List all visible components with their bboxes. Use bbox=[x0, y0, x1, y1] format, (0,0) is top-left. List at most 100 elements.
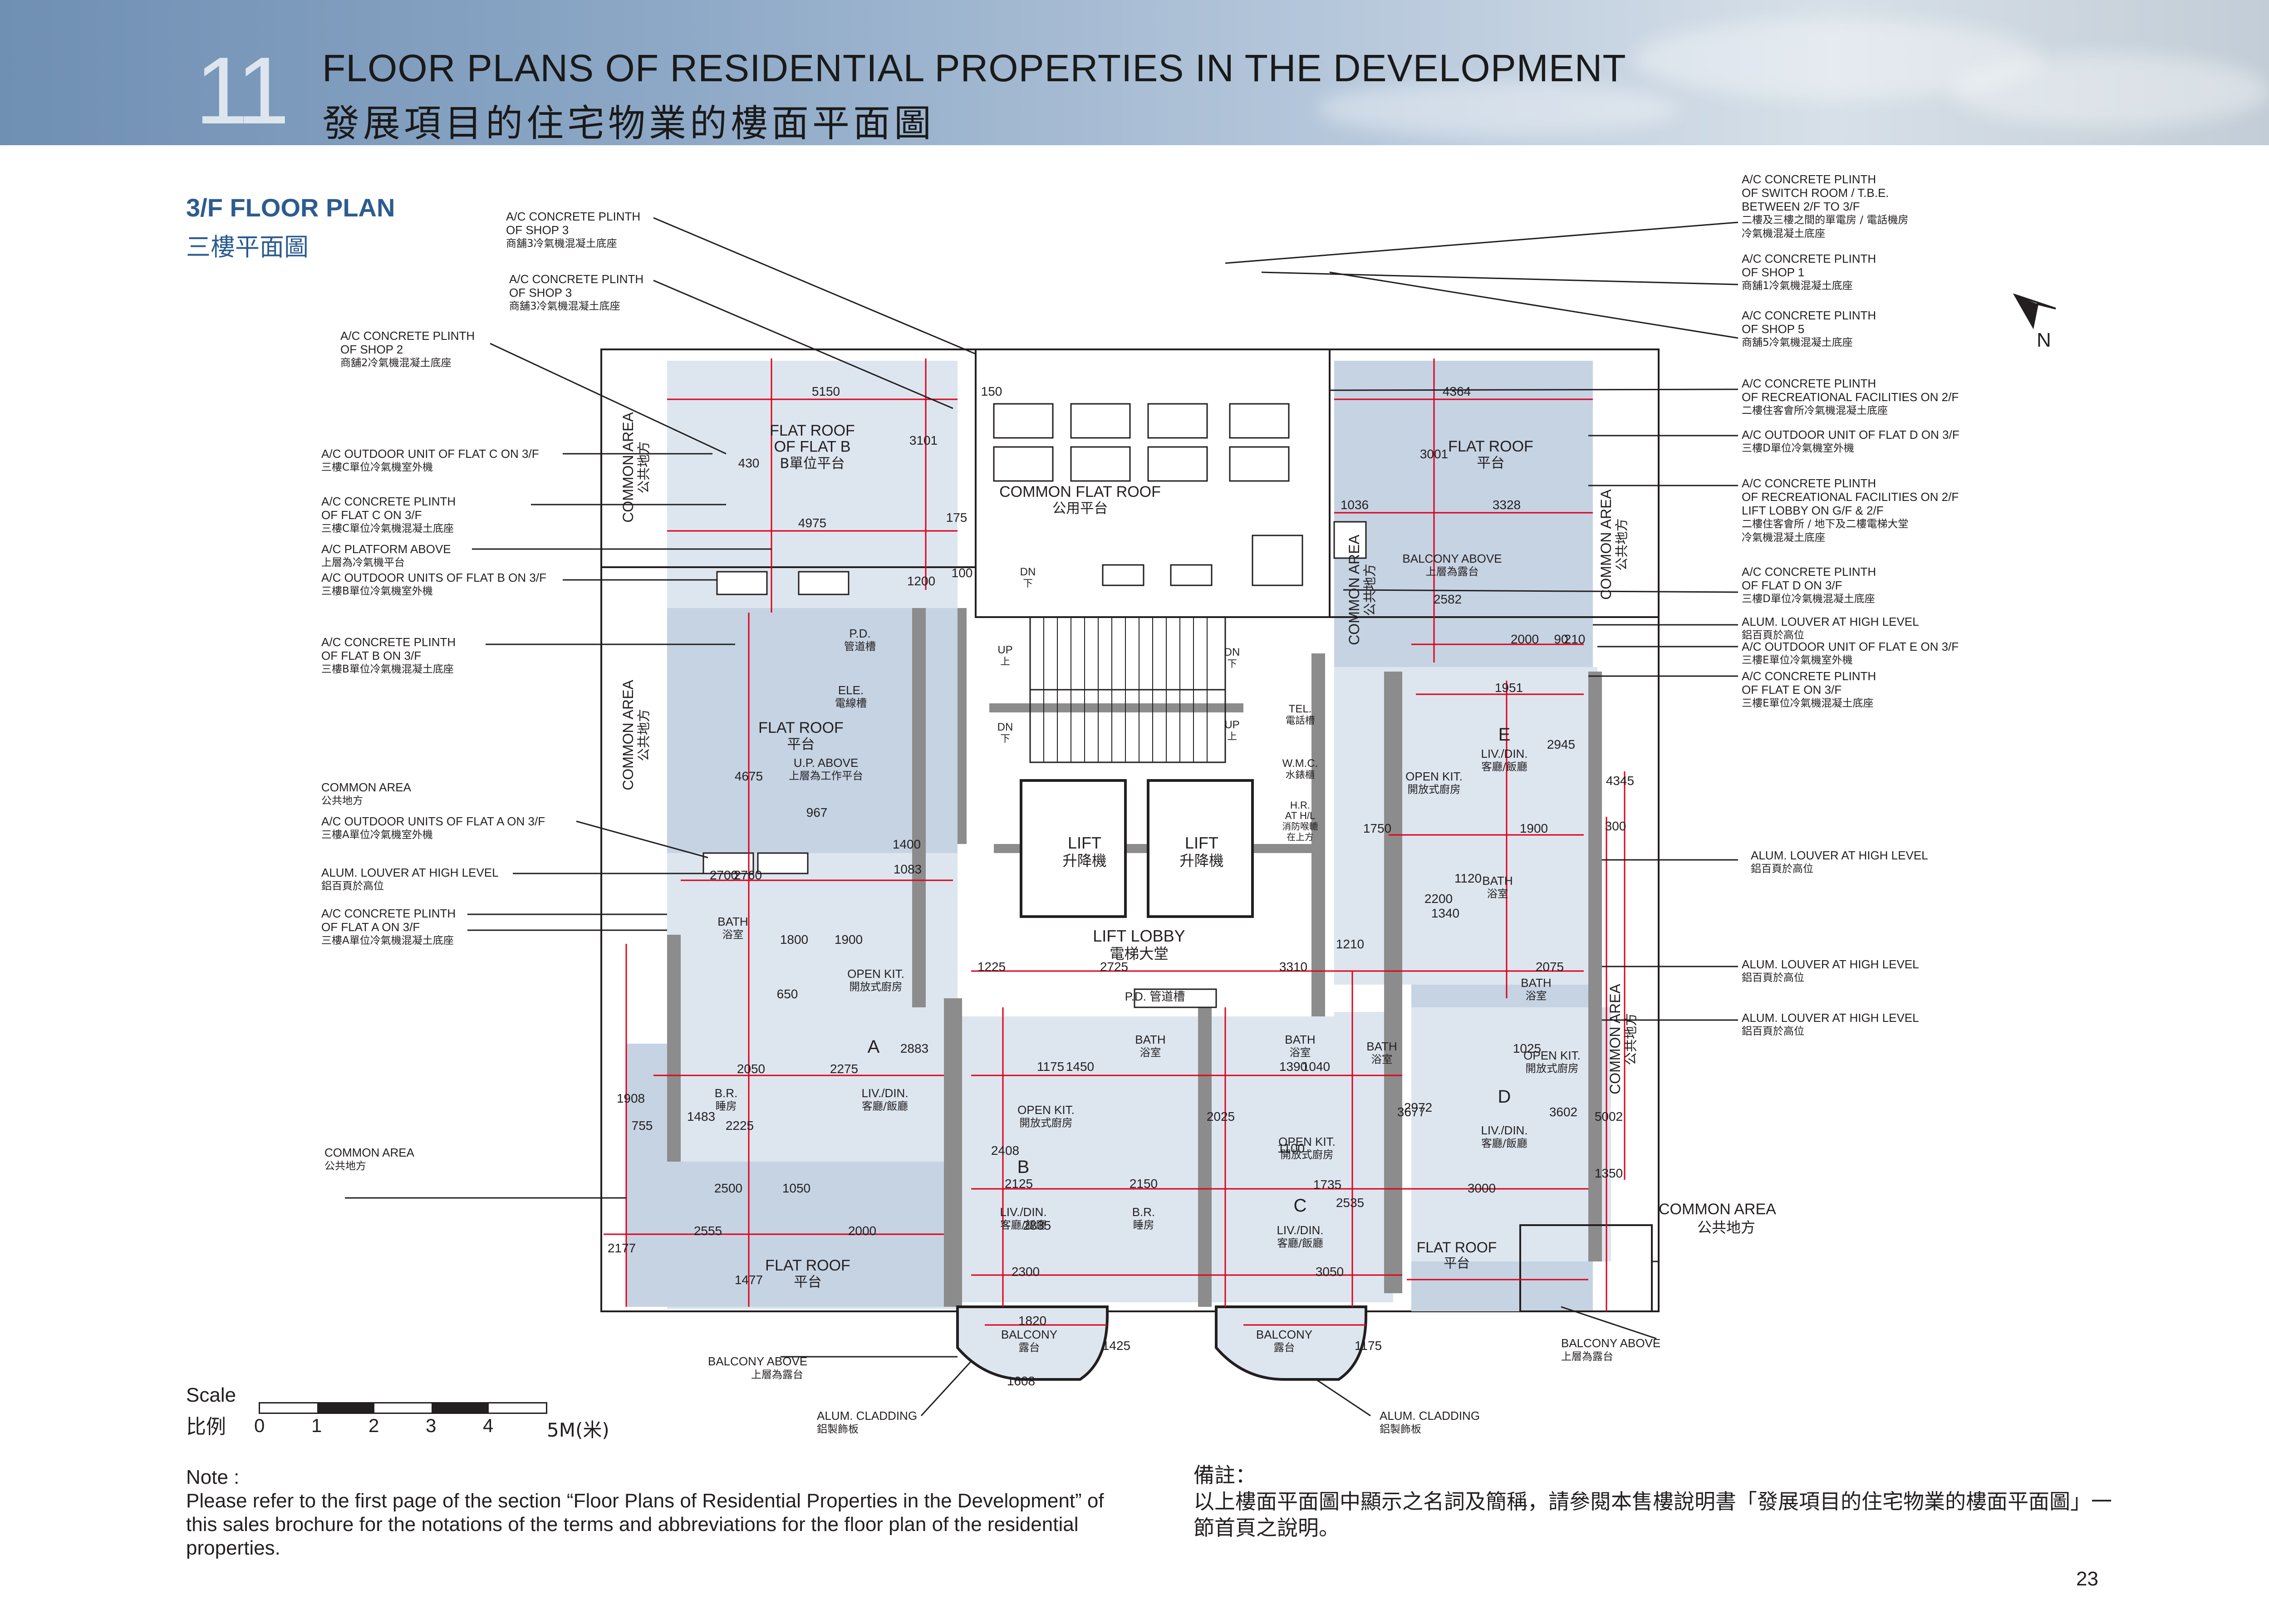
room-common-area-1-en: COMMON AREA bbox=[620, 412, 636, 523]
callout-en: A/C CONCRETE PLINTH OF SHOP 3 bbox=[506, 210, 641, 237]
dimension-label: 650 bbox=[777, 987, 798, 1001]
room-ele-en: ELE. bbox=[838, 683, 864, 697]
dimension-label: 2177 bbox=[608, 1241, 636, 1255]
room-livdin-e-en: LIV./DIN. bbox=[1481, 747, 1527, 760]
section-title-zh: 發展項目的住宅物業的樓面平面圖 bbox=[322, 102, 935, 145]
callout-en: A/C PLATFORM ABOVE bbox=[321, 542, 451, 556]
callout-en: ALUM. LOUVER AT HIGH LEVEL bbox=[321, 866, 499, 879]
dimension-label: 755 bbox=[632, 1119, 653, 1133]
section-number: 11 bbox=[195, 37, 290, 144]
dimension-label: 3310 bbox=[1279, 960, 1307, 974]
room-pd-zh: 管道槽 bbox=[844, 640, 876, 653]
room-flat-a: A bbox=[868, 1037, 880, 1057]
dimension-label: 3101 bbox=[909, 433, 938, 447]
dimension-label: 1340 bbox=[1431, 906, 1459, 920]
room-dn-3-en: DN bbox=[997, 721, 1013, 733]
callout-right-1: A/C CONCRETE PLINTH OF SWITCH ROOM / T.B… bbox=[1742, 172, 1908, 240]
dimension-label: 2700 bbox=[710, 868, 738, 882]
dimension-label: 1477 bbox=[735, 1273, 763, 1287]
callout-zh: 上層為露台 bbox=[751, 1369, 803, 1381]
room-flat-roof-bl-zh: 平台 bbox=[794, 1275, 821, 1290]
scale-bar bbox=[259, 1402, 547, 1414]
room-bath-e-en: BATH bbox=[1482, 874, 1513, 888]
north-label: N bbox=[2037, 329, 2051, 351]
dimension-label: 2835 bbox=[1023, 1218, 1051, 1232]
room-lift-1-zh: 升降機 bbox=[1062, 852, 1106, 869]
dimension-label: 4675 bbox=[735, 769, 763, 783]
callout-en: ALUM. LOUVER AT HIGH LEVEL bbox=[1742, 615, 1919, 628]
scale-seg bbox=[432, 1403, 489, 1413]
callout-en: A/C CONCRETE PLINTH OF FLAT E ON 3/F bbox=[1742, 669, 1876, 697]
room-flat-c-en: C bbox=[1294, 1196, 1307, 1216]
note-en-title: Note : bbox=[186, 1466, 240, 1488]
room-common-area-3-zh: 公共地方 bbox=[1362, 564, 1378, 616]
callout-right-4: A/C CONCRETE PLINTH OF RECREATIONAL FACI… bbox=[1742, 377, 1959, 417]
room-balcony-c-zh: 露台 bbox=[1274, 1341, 1295, 1354]
room-bath-b-en: BATH bbox=[1135, 1033, 1165, 1046]
room-livdin-c-en: LIV./DIN. bbox=[1277, 1223, 1323, 1237]
callout-en: A/C CONCRETE PLINTH OF FLAT A ON 3/F bbox=[321, 907, 456, 934]
room-br-b-en: B.R. bbox=[1132, 1205, 1155, 1219]
dimension-label: 1800 bbox=[780, 932, 808, 947]
flat-e-area bbox=[1334, 667, 1597, 985]
room-livdin-c-zh: 客廳/飯廳 bbox=[1277, 1236, 1323, 1249]
room-common-area-5-zh: 公共地方 bbox=[1623, 1013, 1639, 1065]
dimension-label: 3001 bbox=[1420, 447, 1448, 461]
callout-en: ALUM. CLADDING bbox=[817, 1409, 918, 1423]
room-wmc-zh: 水錶櫃 bbox=[1286, 770, 1315, 781]
room-pd-duct: P.D. 管道槽 bbox=[1125, 990, 1185, 1003]
dimension-label: 1425 bbox=[1102, 1339, 1130, 1353]
dimension-label: 2555 bbox=[694, 1224, 722, 1238]
dimension-label: 3602 bbox=[1549, 1105, 1577, 1119]
callout-en: A/C OUTDOOR UNITS OF FLAT B ON 3/F bbox=[321, 571, 546, 584]
callout-en: A/C CONCRETE PLINTH OF SWITCH ROOM / T.B… bbox=[1742, 172, 1889, 213]
dimension-label: 4364 bbox=[1443, 384, 1471, 398]
room-lift-lobby-en: LIFT LOBBY bbox=[1093, 927, 1185, 945]
room-tel: TEL.電話槽 bbox=[1286, 703, 1315, 726]
callout-en: A/C CONCRETE PLINTH OF SHOP 3 bbox=[509, 272, 644, 299]
room-up-above-en: U.P. ABOVE bbox=[794, 756, 859, 770]
flat-c-area bbox=[1203, 1012, 1393, 1302]
room-br-a: B.R.睡房 bbox=[715, 1086, 738, 1112]
dimension-label: 1450 bbox=[1066, 1060, 1094, 1074]
dimension-label: 2760 bbox=[734, 868, 762, 882]
dimension-label: 5002 bbox=[1595, 1109, 1623, 1124]
dimension-label: 1050 bbox=[782, 1181, 810, 1195]
room-pd-en: P.D. bbox=[849, 627, 870, 640]
room-open-kit-a: OPEN KIT.開放式廚房 bbox=[847, 967, 904, 993]
room-livdin-a-zh: 客廳/飯廳 bbox=[862, 1099, 908, 1112]
room-open-kit-a-en: OPEN KIT. bbox=[847, 967, 904, 981]
dimension-label: 2225 bbox=[726, 1119, 754, 1133]
dimension-label: 2000 bbox=[848, 1224, 876, 1238]
scale-tick: 1 bbox=[311, 1415, 322, 1436]
callout-zh: 商舖1冷氣機混凝土底座 bbox=[1742, 280, 1853, 292]
callout-en: A/C CONCRETE PLINTH OF RECREATIONAL FACI… bbox=[1742, 476, 1959, 517]
room-pd-duct-en: P.D. 管道槽 bbox=[1125, 990, 1185, 1003]
room-bath-b-zh: 浴室 bbox=[1140, 1046, 1161, 1059]
room-flat-roof-tr-en: FLAT ROOF bbox=[1448, 438, 1533, 455]
room-open-kit-d: OPEN KIT.開放式廚房 bbox=[1523, 1049, 1581, 1074]
room-open-kit-a-zh: 開放式廚房 bbox=[850, 980, 903, 993]
